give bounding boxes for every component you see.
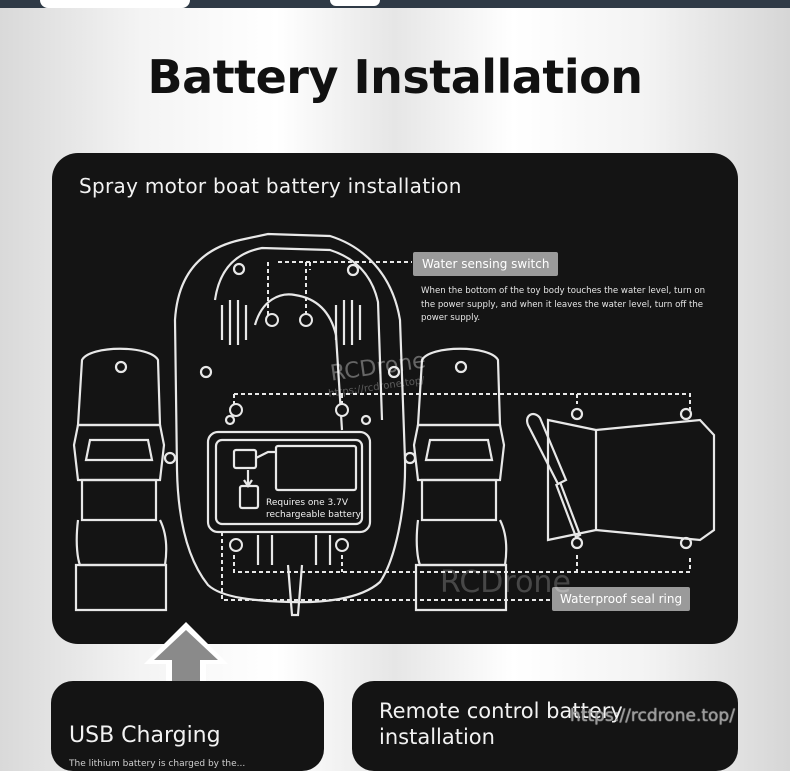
hull-inner xyxy=(213,246,384,421)
usb-charging-panel: USB Charging The lithium battery is char… xyxy=(51,681,324,771)
top-banner-strip xyxy=(0,0,790,8)
water-sensing-switch-description: When the bottom of the toy body touches … xyxy=(421,286,706,323)
fin xyxy=(286,564,304,617)
panel-heading: Spray motor boat battery installation xyxy=(79,174,462,198)
watermark-logo-faint: RCDrone xyxy=(440,565,571,600)
battery xyxy=(274,444,358,492)
right-thruster xyxy=(403,347,508,612)
vent-left xyxy=(220,300,248,345)
waterproof-cover xyxy=(546,407,716,550)
usb-charging-text: The lithium battery is charged by the... xyxy=(69,759,246,769)
deck-ridge xyxy=(253,293,344,431)
water-sensing-switch-label: Water sensing switch xyxy=(413,252,559,276)
banner-curve xyxy=(40,0,190,8)
remote-battery-panel: Remote control battery installation xyxy=(352,681,738,771)
battery-compartment xyxy=(206,430,372,534)
usb-charging-heading: USB Charging xyxy=(69,723,221,748)
vent-right xyxy=(334,300,362,345)
banner-curve xyxy=(330,0,380,6)
left-thruster xyxy=(72,347,177,612)
battery-requirement-note: Requires one 3.7V rechargeable battery xyxy=(266,498,361,520)
up-arrow-icon xyxy=(144,622,228,704)
waterproof-seal-ring-label: Waterproof seal ring xyxy=(552,587,691,611)
page-watermark-url: https://rcdrone.top/ xyxy=(570,706,735,726)
page-title: Battery Installation xyxy=(147,50,643,104)
remote-battery-heading: Remote control battery installation xyxy=(379,699,623,749)
screwdriver xyxy=(526,412,582,539)
